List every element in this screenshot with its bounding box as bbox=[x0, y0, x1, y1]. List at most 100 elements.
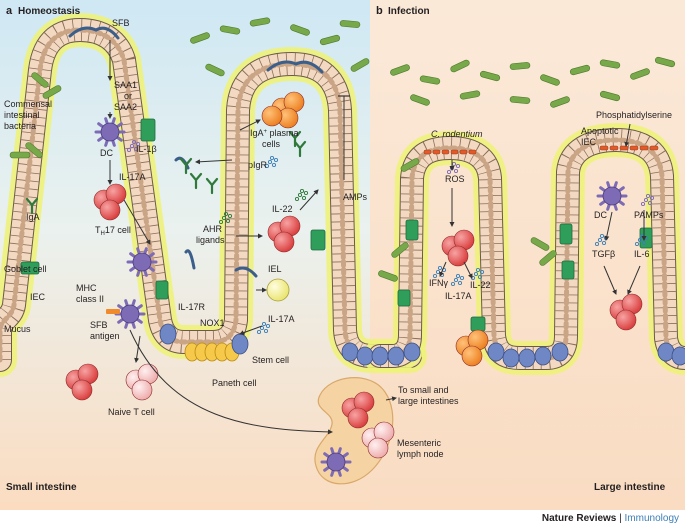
arrow-il22 bbox=[299, 189, 319, 211]
cytokine bbox=[645, 193, 651, 199]
sfb-filament bbox=[184, 249, 196, 270]
label-commensal-3: bacteria bbox=[4, 121, 36, 131]
goblet-cell bbox=[397, 289, 411, 307]
label-sfb-antigen-1: SFB bbox=[90, 320, 108, 330]
label-iec: IEC bbox=[30, 292, 46, 302]
lymph-th17-cell bbox=[347, 407, 369, 429]
iga-antibody bbox=[293, 140, 307, 158]
commensal-bacterium bbox=[219, 25, 241, 35]
commensal-bacterium bbox=[509, 96, 531, 104]
label-il22-b: IL-22 bbox=[470, 280, 491, 290]
apoptotic-iec-marker bbox=[619, 145, 629, 151]
label-mhc-1: MHC bbox=[76, 283, 97, 293]
arrow-il6-th17 bbox=[627, 265, 641, 295]
label-mucus: Mucus bbox=[4, 324, 31, 334]
panel-a-title: Homeostasis bbox=[18, 6, 81, 17]
crypt-base-cell bbox=[657, 342, 675, 362]
cytokine-dots bbox=[264, 155, 279, 169]
apoptotic-iec-marker bbox=[599, 145, 609, 151]
cytokine bbox=[597, 237, 603, 243]
journal-name: Nature Reviews bbox=[541, 513, 617, 524]
commensal-bacterium bbox=[509, 62, 531, 70]
label-saa2: SAA2 bbox=[114, 102, 137, 112]
cytokine bbox=[455, 273, 461, 279]
journal-section: Immunology bbox=[624, 513, 679, 524]
arrow-antigen bbox=[134, 335, 141, 363]
dc-body bbox=[326, 452, 346, 472]
cytokine bbox=[643, 197, 649, 203]
label-tgfb: TGFβ bbox=[592, 249, 615, 259]
dendritic-cell bbox=[94, 117, 126, 147]
panel-a-footer: Small intestine bbox=[6, 482, 77, 493]
sfb-antigen bbox=[106, 309, 120, 314]
panel-a-letter: a bbox=[6, 5, 13, 17]
arrow-to-intestines bbox=[385, 396, 397, 402]
dendritic-cell bbox=[596, 181, 628, 211]
label-pigr: pIgR bbox=[248, 160, 268, 170]
cell-layer bbox=[9, 17, 685, 485]
plasma-cell-b bbox=[461, 345, 483, 367]
arrow-ifng bbox=[439, 261, 447, 277]
cytokine bbox=[294, 196, 300, 202]
commensal-bacterium bbox=[550, 96, 570, 108]
commensal-bacterium bbox=[9, 151, 31, 159]
cytokine bbox=[599, 233, 605, 239]
sfb-filament bbox=[234, 266, 258, 278]
label-il22: IL-22 bbox=[272, 204, 293, 214]
label-ros: ROS bbox=[445, 174, 465, 184]
label-saa1: SAA1 bbox=[114, 80, 137, 90]
commensal-bacterium bbox=[391, 242, 409, 258]
cytokine-dots bbox=[294, 188, 309, 202]
cytokine bbox=[303, 190, 309, 196]
label-c-rodentium: C. rodentium bbox=[431, 129, 483, 139]
label-to-small-1: To small and bbox=[398, 385, 449, 395]
arrow-iga-secretion bbox=[195, 159, 233, 165]
arrow-tgfb-th17 bbox=[603, 265, 617, 295]
crypt-base-cell bbox=[518, 348, 536, 368]
cytokine bbox=[221, 215, 227, 221]
label-apoptotic-2: IEC bbox=[581, 137, 597, 147]
commensal-bacterium bbox=[378, 270, 398, 282]
commensal-bacterium bbox=[450, 59, 470, 73]
label-sfb-antigen-2: antigen bbox=[90, 331, 120, 341]
label-iel: IEL bbox=[268, 264, 282, 274]
iga-plasma-cell bbox=[261, 105, 283, 127]
commensal-bacterium bbox=[599, 59, 621, 69]
goblet-cell bbox=[20, 261, 40, 275]
cytokine bbox=[594, 241, 600, 247]
commensal-bacterium bbox=[400, 158, 420, 172]
th17-cell-lamina bbox=[273, 231, 295, 253]
c-rodentium-bacterium bbox=[441, 149, 450, 155]
cytokine bbox=[135, 141, 141, 147]
arrow-il22-b bbox=[463, 261, 473, 279]
commensal-bacterium bbox=[459, 90, 481, 100]
c-rodentium-bacterium bbox=[459, 149, 468, 155]
label-phosphatidylserine: Phosphatidylserine bbox=[596, 110, 672, 120]
panel-b-title: Infection bbox=[388, 6, 430, 17]
cytokine bbox=[225, 218, 231, 224]
stem-cell bbox=[231, 333, 249, 355]
goblet-cell bbox=[559, 223, 573, 245]
cytokine bbox=[271, 162, 277, 168]
cytokine bbox=[455, 163, 461, 169]
stem-cell bbox=[159, 323, 177, 345]
label-il1b: IL-1β bbox=[136, 144, 157, 154]
label-iga-plasma-cells: cells bbox=[262, 139, 281, 149]
commensal-bacterium bbox=[42, 85, 62, 99]
crypt-base-cell bbox=[341, 342, 359, 362]
cytokine bbox=[133, 146, 139, 152]
label-mhc-2: class II bbox=[76, 294, 104, 304]
goblet-cell bbox=[140, 118, 156, 142]
crypt-base-cell bbox=[487, 342, 505, 362]
arrow-to-lymph bbox=[129, 329, 333, 435]
label-apoptotic-1: Apoptotic bbox=[581, 126, 619, 136]
apoptotic-iec-marker bbox=[649, 145, 659, 151]
cytokine bbox=[129, 143, 135, 149]
cytokine bbox=[647, 200, 653, 206]
iga-antibody bbox=[205, 177, 219, 195]
goblet-cell bbox=[155, 280, 169, 300]
iel-cell bbox=[266, 278, 290, 302]
label-commensal-1: Commensal bbox=[4, 99, 52, 109]
cytokine bbox=[227, 213, 233, 219]
